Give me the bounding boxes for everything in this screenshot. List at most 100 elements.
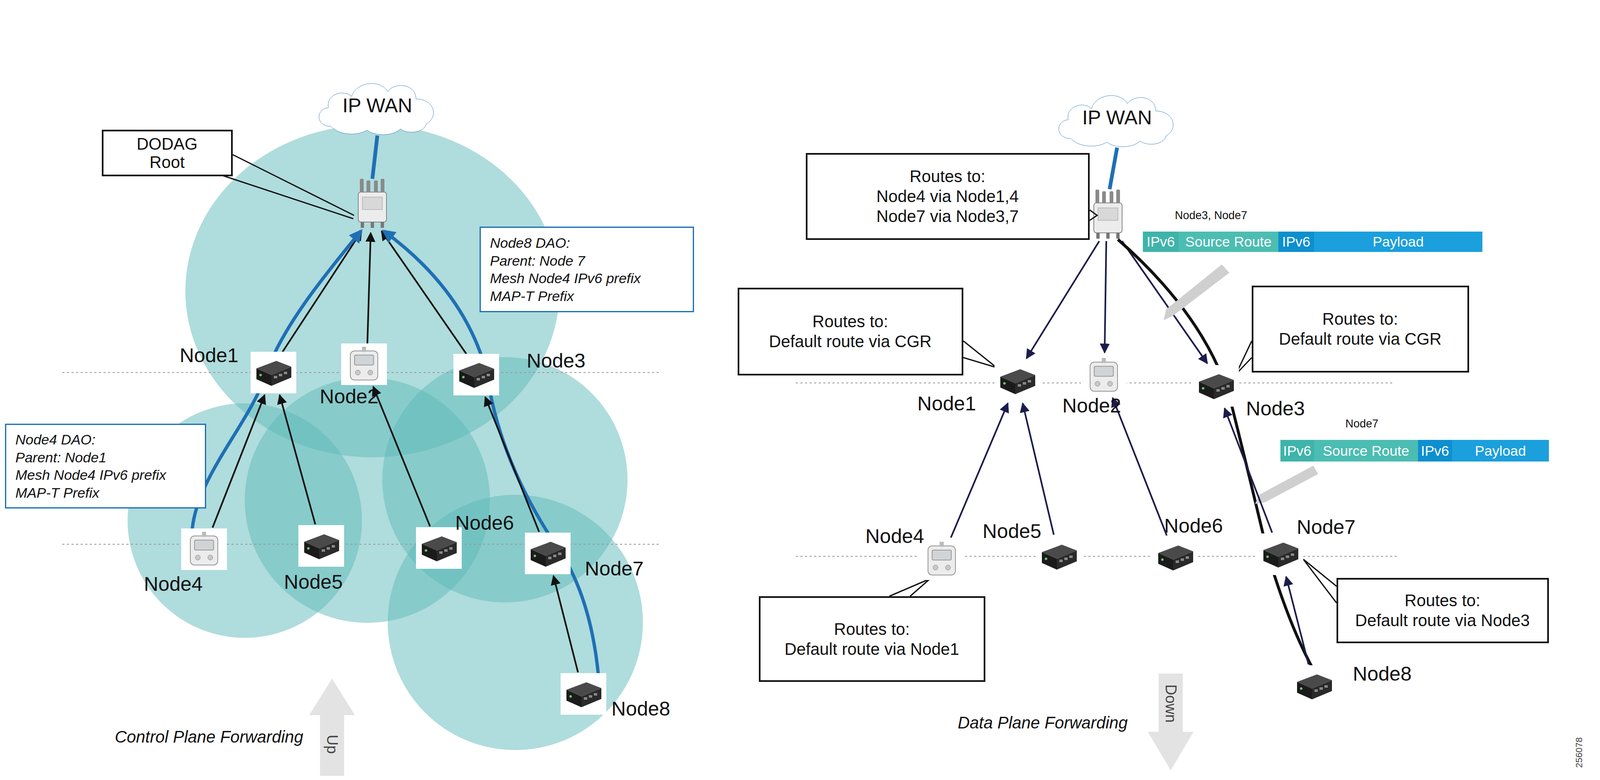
device-label: Node8: [611, 696, 670, 720]
note-label: Down: [1161, 684, 1180, 723]
device-icon-shape: [560, 672, 607, 715]
box-text: Default route via CGR: [1264, 328, 1457, 349]
tree-link-arrow: [1286, 576, 1309, 665]
device-icon: [1257, 533, 1304, 575]
tree-link-arrow: [279, 394, 316, 525]
device-icon-shape: [341, 343, 387, 385]
drawing-line: [795, 555, 1399, 557]
device-label: Node5: [283, 570, 343, 594]
device-icon: [341, 343, 387, 385]
device-label: Node2: [319, 384, 379, 408]
tree-link-arrow: [373, 386, 431, 527]
mesh-router: Node8: [560, 672, 607, 715]
packet-field: Payload: [1452, 439, 1549, 462]
box-text: Parent: Node1: [15, 448, 196, 467]
packet-field: IPv6: [1280, 439, 1315, 462]
box-text: Default route via CGR: [750, 331, 951, 352]
device-label: Node7: [584, 556, 644, 580]
root-callout: DODAG Root: [101, 129, 233, 177]
packet-field: Source Route: [1314, 439, 1418, 462]
device-label: Node2: [1062, 393, 1121, 417]
route-table-callout: Routes to:Node4 via Node1,4Node7 via Nod…: [805, 152, 1090, 240]
device-label: Node6: [1164, 514, 1223, 537]
tree-link-arrow: [1224, 408, 1273, 533]
device-icon-shape: [1080, 354, 1127, 397]
box-text: Node4 via Node1,4: [818, 186, 1078, 207]
device-icon-shape: [416, 526, 462, 569]
note-label: Node3, Node7: [1174, 209, 1248, 222]
device-icon-shape: [918, 538, 965, 580]
box-text: Mesh Node4 IPv6 prefix: [15, 465, 196, 484]
device-icon: [250, 351, 297, 394]
mesh-router: Node3: [1193, 364, 1239, 407]
box-text: Mesh Node4 IPv6 prefix: [489, 269, 684, 288]
note-label: Control Plane Forwarding: [114, 727, 304, 746]
device-icon-shape: [524, 532, 571, 574]
packet-field: IPv6: [1278, 231, 1315, 252]
note-label: Node7: [1345, 417, 1379, 431]
mesh-router: Node8: [1291, 664, 1337, 707]
callout-pointer: [889, 209, 1337, 603]
device-label: Node1: [917, 391, 976, 415]
box-text: Routes to:: [771, 618, 973, 639]
device-icon: [181, 528, 227, 570]
device-icon: [1193, 364, 1239, 407]
drawing-line: [1109, 147, 1118, 190]
drawing-line: [282, 231, 362, 352]
network-cloud: IP WAN: [312, 73, 442, 137]
packet-field: IPv6: [1142, 231, 1179, 252]
mesh-router: Node6: [416, 526, 462, 569]
box-text: MAP-T Prefix: [15, 483, 196, 502]
upward-arrow: [282, 231, 467, 354]
device-icon-shape: [250, 351, 297, 394]
drawing-line: [381, 231, 467, 354]
tree-link-arrow: [950, 403, 1008, 538]
field-label: IPv6: [1282, 233, 1311, 250]
field-label: IPv6: [1146, 233, 1175, 250]
field-label: IPv6: [1282, 442, 1312, 459]
device-label: Node8: [1352, 662, 1412, 685]
device-icon: [1080, 354, 1127, 397]
drawing-line: [1122, 241, 1208, 364]
field-label: Source Route: [1322, 442, 1410, 459]
drawing-path: [1089, 209, 1098, 221]
dao-message-box: Node4 DAO:Parent: Node1Mesh Node4 IPv6 p…: [4, 423, 207, 509]
route-table-callout: Routes to:Default route via Node3: [1336, 577, 1549, 643]
root-router: [358, 178, 387, 228]
device-icon: [1036, 535, 1082, 577]
drawing-line: [216, 173, 354, 219]
box-text: DODAG Root: [127, 134, 207, 172]
field-label: Payload: [1372, 233, 1424, 250]
box-text: Default route via Node1: [771, 638, 973, 659]
route-table-callout: Routes to:Default route via CGR: [737, 287, 964, 376]
drawing-path: [192, 231, 361, 532]
device-label: Node5: [982, 519, 1042, 543]
box-text: MAP-T Prefix: [489, 287, 684, 306]
device-icon: [560, 672, 607, 715]
device-icon-shape: [1036, 535, 1082, 577]
device-icon-shape: [181, 528, 227, 570]
device-icon: [298, 524, 345, 567]
tree-link-arrow: [1112, 397, 1167, 536]
device-label: Node3: [526, 349, 586, 372]
mesh-router: Node7: [524, 532, 571, 574]
mesh-router: Node6: [1152, 536, 1199, 578]
device-icon-shape: [1193, 364, 1239, 407]
device-label: Node7: [1296, 515, 1356, 539]
device-label: Node1: [179, 343, 239, 367]
box-text: Routes to:: [1264, 308, 1457, 329]
device-label: Node4: [143, 572, 203, 596]
box-text: Routes to:: [750, 311, 951, 332]
drawing-path: [1303, 558, 1337, 603]
cloud-shape: [1058, 95, 1174, 147]
box-text: Parent: Node 7: [489, 251, 684, 270]
mesh-router: Node5: [1036, 535, 1082, 577]
note-label: 256078: [1573, 736, 1585, 768]
drawing-line: [1104, 241, 1107, 353]
device-icon: [918, 538, 965, 580]
device-icon-shape: [1257, 533, 1304, 575]
drawing-polygon: [1163, 264, 1230, 320]
device-label: Node3: [1245, 396, 1305, 420]
leader-line: [216, 154, 355, 219]
down-arrow: [1147, 673, 1194, 771]
